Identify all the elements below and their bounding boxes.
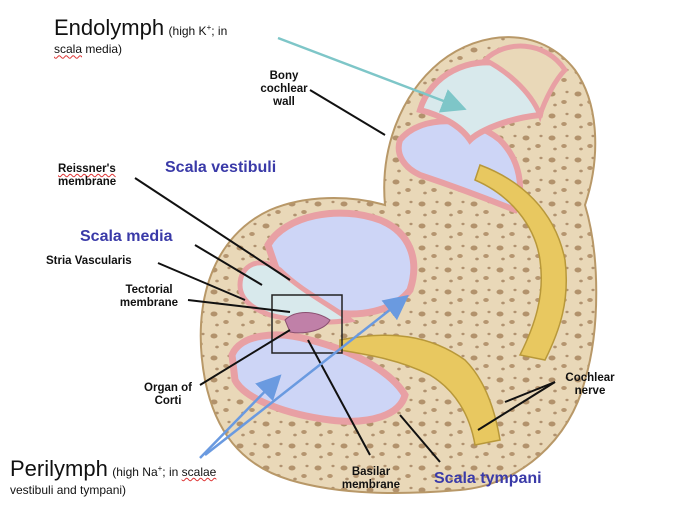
pointer-cochlear-nerve-1 xyxy=(504,381,556,403)
reissners-membrane-label: Reissner's membrane xyxy=(58,163,117,189)
arrow-perilymph-tympani xyxy=(199,374,282,459)
upper-scala-media-top xyxy=(480,43,569,123)
endolymph-label: Endolymph (high K+; in scala media) xyxy=(54,15,227,59)
basilar-membrane-label: Basilar membrane xyxy=(341,466,401,492)
pointer-basilar xyxy=(307,339,371,456)
scala-vestibuli-label: Scala vestibuli xyxy=(165,159,277,176)
upper-nerve-shape xyxy=(474,164,568,361)
cochlear-nerve-shape xyxy=(339,334,501,446)
perilymph-title: Perilymph xyxy=(10,456,108,481)
pointer-stria xyxy=(157,262,246,301)
pointer-bony-wall xyxy=(309,89,386,136)
tectorial-membrane-label: Tectorial membrane xyxy=(119,284,179,310)
perilymph-note-line2: vestibuli and tympani) xyxy=(10,483,127,498)
pointer-tectorial xyxy=(187,299,291,313)
arrow-perilymph-vestibuli xyxy=(204,294,409,456)
inset-box xyxy=(271,294,343,354)
pointer-scala-media xyxy=(194,244,263,286)
organ-of-corti-shape xyxy=(284,312,331,334)
pointer-scala-tympani xyxy=(399,414,441,463)
perilymph-note: (high Na+; in scalae xyxy=(112,464,217,479)
pointer-organ-corti xyxy=(199,329,291,386)
endolymph-title: Endolymph xyxy=(54,15,165,40)
pointer-cochlear-nerve-2 xyxy=(477,381,556,431)
scala-media-label: Scala media xyxy=(80,228,173,245)
endolymph-note: (high K+; in xyxy=(168,23,228,38)
stria-vascularis-label: Stria Vascularis xyxy=(46,255,132,267)
cochlear-nerve-label: Cochlear nerve xyxy=(565,372,615,398)
endolymph-note-line2: scala media) xyxy=(54,42,123,57)
arrow-endolymph xyxy=(277,36,467,113)
perilymph-label: Perilymph (high Na+; in scalae vestibuli… xyxy=(10,456,216,500)
bony-cochlear-wall-label: Bony cochlear wall xyxy=(260,70,308,109)
pointer-reissner xyxy=(134,177,291,281)
scala-tympani-label: Scala tympani xyxy=(434,470,542,487)
organ-of-corti-label: Organ of Corti xyxy=(144,382,192,408)
